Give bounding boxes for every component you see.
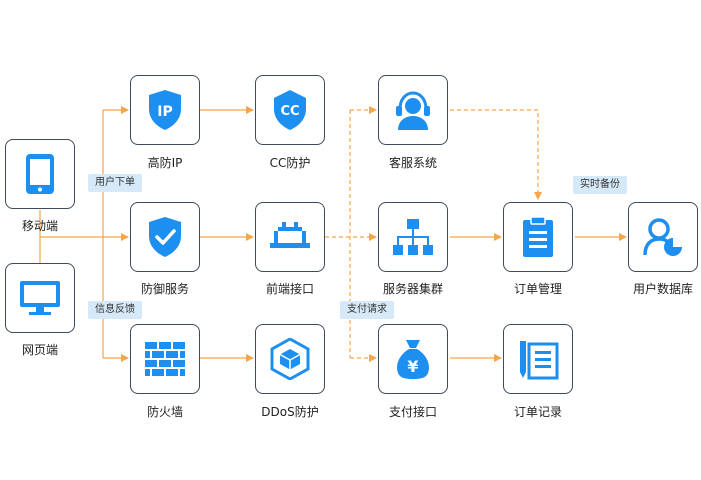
node-defense-label: 防御服务: [140, 282, 189, 296]
node-web-label: 网页端: [21, 343, 58, 357]
node-order-mgmt-label: 订单管理: [513, 282, 562, 296]
tag-backup: 实时备份: [573, 176, 627, 194]
headset-icon: [396, 91, 430, 130]
interface-icon: [270, 222, 310, 248]
notebook-pen-icon: [520, 341, 559, 380]
node-ddos-label: DDoS防护: [261, 405, 319, 419]
node-hidden-ip-label: 高防IP: [147, 156, 183, 170]
support-to-order-mgmt: [450, 109, 542, 200]
node-ddos: [255, 324, 325, 394]
phone-icon: [26, 154, 54, 194]
node-support: [378, 75, 448, 145]
node-frontend: [255, 202, 325, 272]
node-order-log-label: 订单记录: [513, 405, 562, 419]
node-user-db-label: 用户数据库: [632, 282, 693, 296]
svg-text:IP: IP: [157, 104, 172, 120]
node-mobile: [5, 139, 75, 209]
node-support-label: 客服系统: [388, 156, 437, 170]
node-frontend-label: 前端接口: [265, 282, 314, 296]
brick-wall-icon: [145, 342, 185, 376]
money-bag-icon: ¥: [397, 340, 429, 379]
tag-pay-request: 支付请求: [340, 301, 394, 319]
node-mobile-label: 移动端: [21, 219, 58, 233]
node-hidden-ip: IP: [130, 75, 200, 145]
shield-check-icon: [149, 217, 181, 257]
node-order-log: [503, 324, 573, 394]
monitor-icon: [20, 281, 60, 315]
svg-text:¥: ¥: [407, 357, 418, 376]
node-firewall-label: 防火墙: [146, 405, 183, 419]
node-defense: [130, 202, 200, 272]
cube-shield-icon: [270, 338, 310, 380]
node-cc: CC: [255, 75, 325, 145]
node-user-db: [628, 202, 698, 272]
user-chart-icon: [643, 218, 682, 256]
node-order-mgmt: [503, 202, 573, 272]
node-cluster-label: 服务器集群: [382, 282, 443, 296]
node-payment-label: 支付接口: [388, 405, 437, 419]
node-cc-label: CC防护: [269, 156, 311, 170]
tag-feedback: 信息反馈: [88, 301, 142, 319]
shield-ip-icon: IP: [149, 90, 181, 130]
clipboard-icon: [523, 216, 553, 257]
svg-text:CC: CC: [280, 104, 299, 119]
node-firewall: [130, 324, 200, 394]
network-tree-icon: [393, 219, 433, 255]
tag-user-order: 用户下单: [88, 174, 142, 192]
node-payment: ¥: [378, 324, 448, 394]
shield-cc-icon: CC: [274, 90, 306, 130]
node-cluster: [378, 202, 448, 272]
node-web: [5, 263, 75, 333]
